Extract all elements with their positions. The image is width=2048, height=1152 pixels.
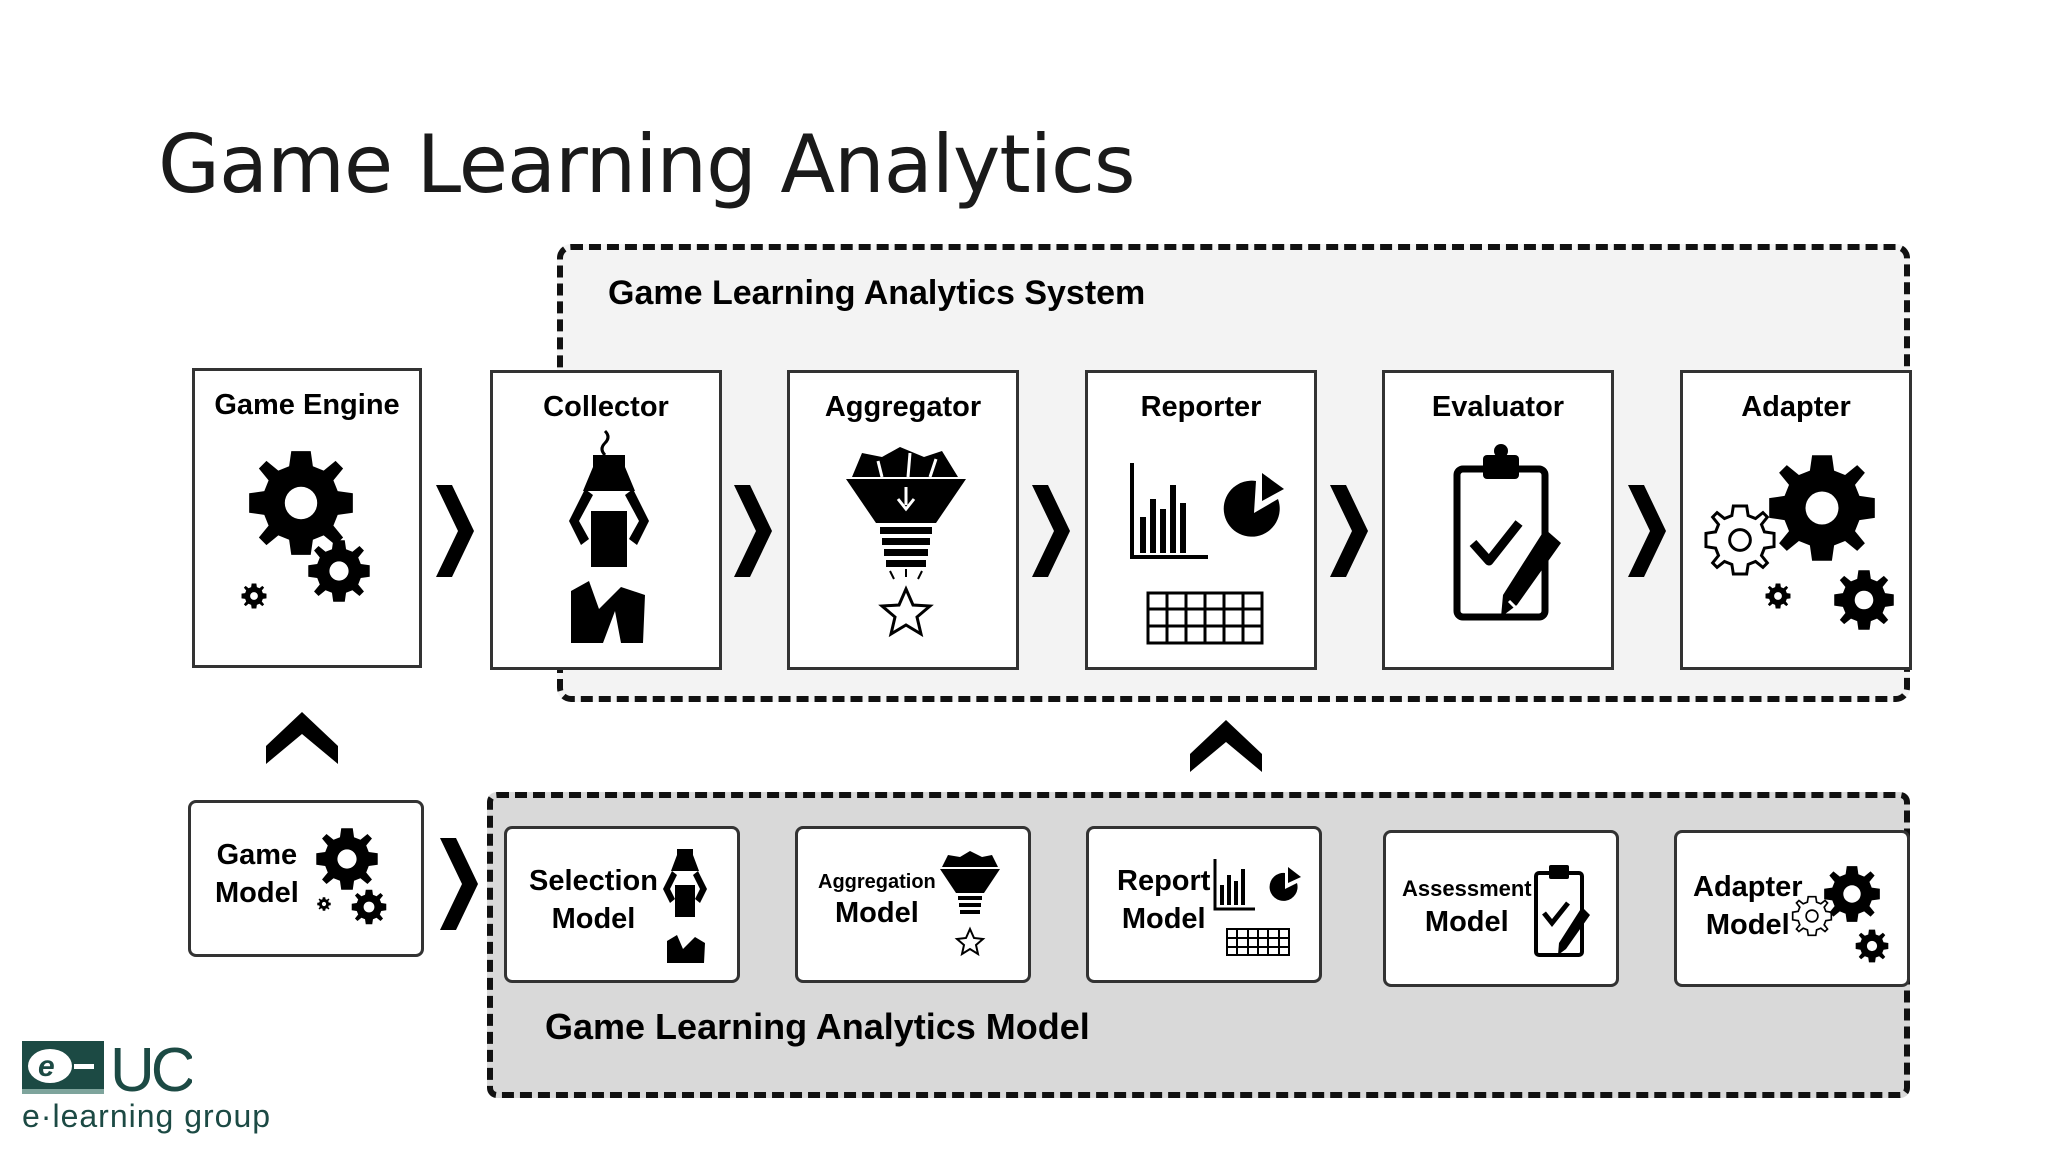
game-engine-label: Game Engine [214, 389, 400, 421]
chevron-up-icon [1190, 720, 1262, 772]
clipboard-icon [1453, 444, 1561, 621]
gears-icon [241, 451, 370, 609]
collector-label: Collector [543, 391, 669, 423]
e-learning-logo: e UC [22, 1036, 192, 1099]
chevron-right-icon [1032, 485, 1070, 577]
report-model-line1: Report [1117, 865, 1211, 897]
aggregation-model-box: Aggregation Model [795, 826, 1031, 983]
report-model-box: Report Model [1086, 826, 1322, 983]
funnel-icon [940, 851, 1000, 957]
aggregator-box: Aggregator [787, 370, 1019, 670]
charts-icon [1213, 859, 1301, 956]
game-model-line2: Model [215, 876, 299, 909]
chevron-right-icon [1330, 485, 1368, 577]
adapter-model-line2: Model [1705, 908, 1790, 941]
assessment-model-line2: Model [1424, 905, 1509, 938]
svg-text:e: e [38, 1050, 55, 1083]
analytics-system-label: Game Learning Analytics System [608, 274, 1146, 312]
selection-model-line1: Selection [529, 865, 658, 897]
evaluator-box: Evaluator [1382, 370, 1614, 670]
game-engine-box: Game Engine [192, 368, 422, 668]
gears-icon [1704, 455, 1894, 630]
aggregator-label: Aggregator [824, 391, 982, 423]
reporter-box: Reporter [1085, 370, 1317, 670]
game-model-box: Game Model [188, 800, 424, 957]
logo-caption: e·learning group [22, 1098, 272, 1134]
game-model-line1: Game [216, 839, 298, 871]
clipboard-icon [1534, 865, 1590, 957]
charts-icon [1130, 463, 1284, 645]
reporter-label: Reporter [1140, 391, 1262, 423]
report-model-line2: Model [1121, 902, 1206, 935]
claw-icon [663, 849, 707, 963]
slide-title: Game Learning Analytics [158, 118, 1136, 211]
claw-icon [569, 429, 649, 643]
adapter-model-line1: Adapter [1693, 871, 1803, 903]
adapter-model-box: Adapter Model [1674, 830, 1910, 987]
logo-brand: UC [110, 1036, 192, 1099]
selection-model-box: Selection Model [504, 826, 740, 983]
assessment-model-line1: Assessment [1402, 876, 1532, 901]
funnel-icon [846, 447, 966, 638]
analytics-model-label: Game Learning Analytics Model [545, 1006, 1090, 1047]
chevron-right-icon [440, 838, 478, 930]
adapter-box: Adapter [1680, 370, 1912, 670]
adapter-label: Adapter [1741, 391, 1851, 423]
gears-icon [316, 828, 387, 925]
selection-model-line2: Model [551, 902, 636, 935]
collector-box: Collector [490, 370, 722, 670]
chevron-right-icon [734, 485, 772, 577]
evaluator-label: Evaluator [1431, 391, 1565, 423]
aggregation-model-line1: Aggregation [818, 871, 936, 893]
chevron-right-icon [1628, 485, 1666, 577]
chevron-right-icon [436, 485, 474, 577]
assessment-model-box: Assessment Model [1383, 830, 1619, 987]
gears-icon [1791, 866, 1889, 963]
aggregation-model-line2: Model [835, 897, 919, 929]
chevron-up-icon [266, 712, 338, 764]
